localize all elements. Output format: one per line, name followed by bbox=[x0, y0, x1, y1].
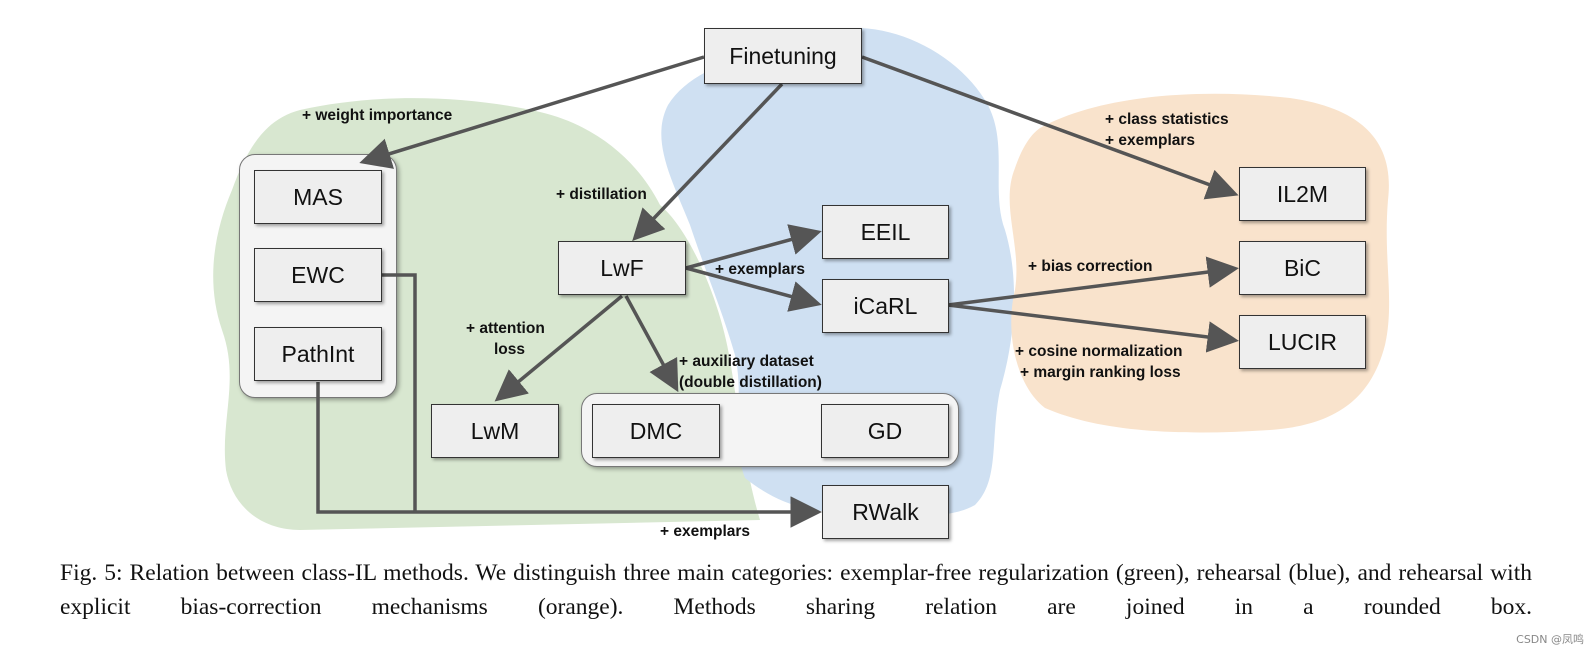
node-lwm: LwM bbox=[431, 404, 559, 458]
label-bias-correction: + bias correction bbox=[1028, 258, 1153, 275]
label-weight-importance: + weight importance bbox=[302, 107, 453, 124]
arrow-lwf-to-eeil bbox=[685, 224, 822, 270]
node-rwalk: RWalk bbox=[822, 485, 949, 539]
arrow-icarl-to-lucir bbox=[947, 303, 1239, 353]
arrow-icarl-to-bic bbox=[947, 256, 1239, 307]
node-il2m: IL2M bbox=[1239, 167, 1366, 221]
label-distillation: + distillation bbox=[556, 186, 647, 203]
node-bic: BiC bbox=[1239, 241, 1366, 295]
arrow-finetuning-to-il2m bbox=[861, 55, 1239, 200]
node-lwf: LwF bbox=[558, 241, 686, 295]
arrow-lwf-to-icarl bbox=[685, 266, 822, 312]
arrow-pathint-to-rwalk bbox=[316, 382, 822, 528]
watermark: CSDN @凤鸣 bbox=[1516, 633, 1584, 646]
label-cosine-normalization: + cosine normalization bbox=[1015, 343, 1183, 360]
arrow-lwf-to-dmc-gd bbox=[624, 295, 679, 393]
label-exemplars-rwalk: + exemplars bbox=[660, 523, 751, 540]
label-exemplars-lwf: + exemplars bbox=[715, 261, 806, 278]
label-double-distillation: (double distillation) bbox=[679, 374, 822, 391]
node-dmc: DMC bbox=[592, 404, 720, 458]
figure-caption: Fig. 5: Relation between class-IL method… bbox=[60, 560, 1532, 620]
node-gd: GD bbox=[821, 404, 949, 458]
node-mas: MAS bbox=[254, 170, 382, 224]
arrow-finetuning-to-mas bbox=[359, 55, 705, 169]
connector-ewc-to-rwalk bbox=[382, 273, 417, 512]
label-exemplars-il2m: + exemplars bbox=[1105, 132, 1196, 149]
arrow-lwf-to-lwm bbox=[494, 294, 624, 402]
label-loss: loss bbox=[494, 341, 526, 358]
node-eeil: EEIL bbox=[822, 205, 949, 259]
arrow-finetuning-to-lwf bbox=[632, 82, 784, 242]
node-pathint: PathInt bbox=[254, 327, 382, 381]
node-lucir: LUCIR bbox=[1239, 315, 1366, 369]
label-auxiliary-dataset: + auxiliary dataset bbox=[679, 353, 814, 370]
label-margin-ranking-loss: + margin ranking loss bbox=[1020, 364, 1181, 381]
label-class-statistics: + class statistics bbox=[1105, 111, 1229, 128]
node-icarl: iCaRL bbox=[822, 279, 949, 333]
label-attention: + attention bbox=[466, 320, 545, 337]
node-ewc: EWC bbox=[254, 248, 382, 302]
node-finetuning: Finetuning bbox=[704, 28, 862, 84]
